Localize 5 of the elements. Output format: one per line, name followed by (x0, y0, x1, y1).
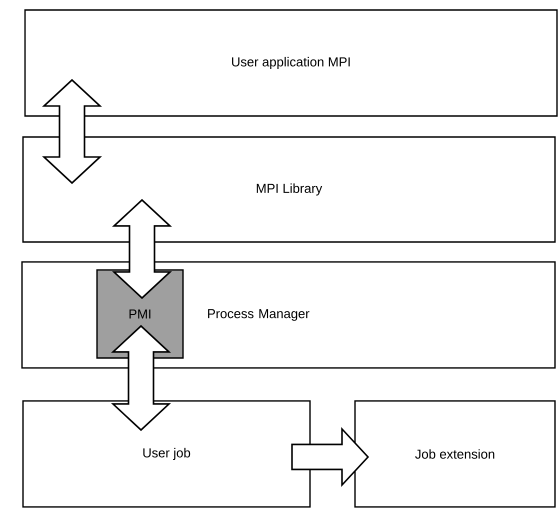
layer-box: Job extension (354, 400, 556, 508)
layer-box: User job (22, 400, 311, 508)
layer-box: User application MPI (24, 9, 558, 117)
block-arrow (291, 426, 370, 488)
layer-box: MPI Library (22, 136, 556, 243)
